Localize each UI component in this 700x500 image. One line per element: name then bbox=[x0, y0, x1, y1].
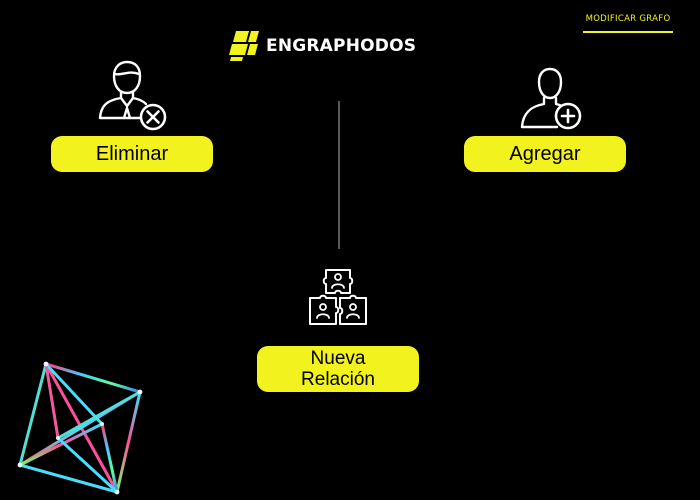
nueva-relacion-label-line2: Relación bbox=[301, 369, 375, 390]
brand-logo-icon bbox=[229, 31, 259, 61]
agregar-label: Agregar bbox=[509, 142, 581, 165]
brand: ENGRAPHODOS bbox=[228, 29, 416, 63]
nueva-relacion-label-line1: Nueva bbox=[310, 348, 366, 369]
nueva-relacion-button[interactable]: Nueva Relación bbox=[257, 346, 419, 392]
puzzle-people-icon bbox=[309, 269, 367, 325]
eliminar-button[interactable]: Eliminar bbox=[51, 136, 213, 172]
agregar-button[interactable]: Agregar bbox=[464, 136, 626, 172]
modificar-grafo-link[interactable]: MODIFICAR GRAFO bbox=[585, 14, 671, 24]
polyhedron-icon bbox=[17, 361, 143, 495]
modificar-grafo-underline bbox=[583, 31, 673, 33]
user-add-icon bbox=[520, 67, 582, 130]
brand-name: ENGRAPHODOS bbox=[266, 36, 417, 56]
vertical-divider bbox=[338, 101, 340, 249]
user-remove-icon bbox=[98, 60, 167, 131]
eliminar-label: Eliminar bbox=[95, 142, 169, 165]
